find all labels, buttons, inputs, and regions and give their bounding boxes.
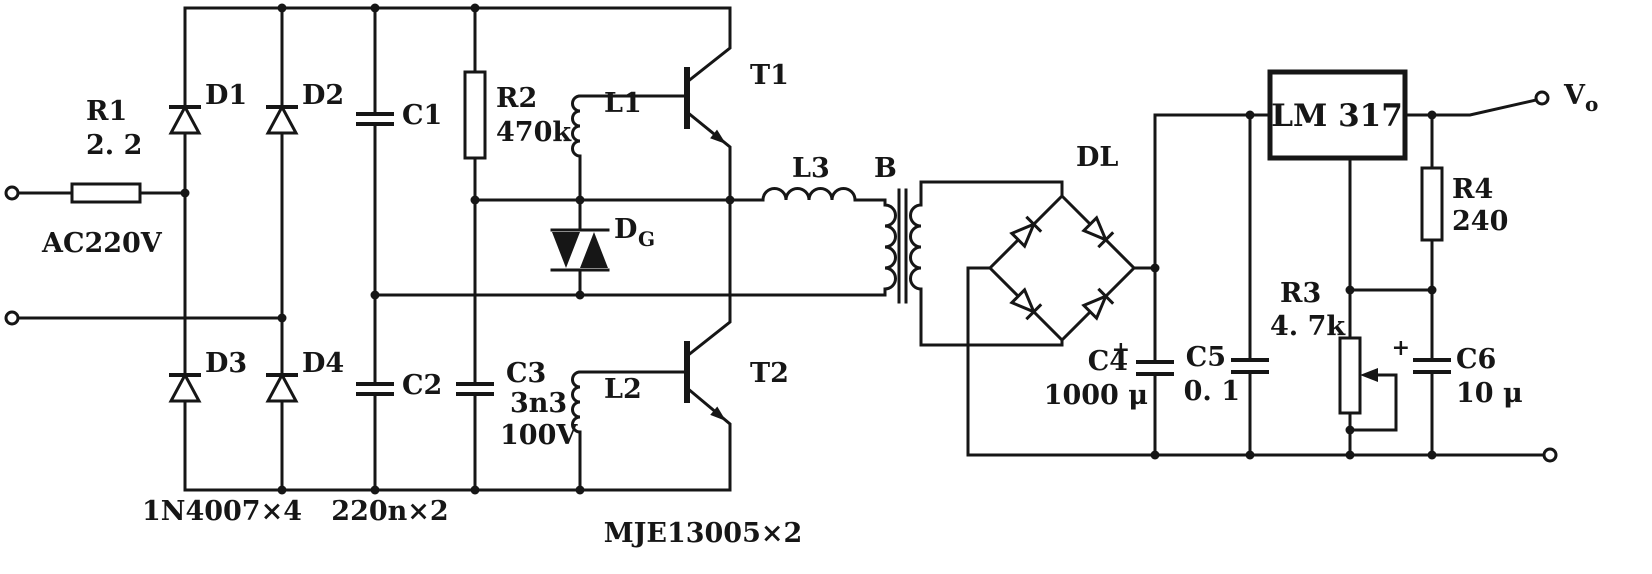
- transformer-primary-coil: [883, 198, 897, 297]
- wire-t1-collector: [684, 6, 732, 85]
- bridge-diode-top-right: [1081, 215, 1115, 249]
- note-bridge-caps: 220n×2: [331, 496, 448, 527]
- label-l3: L3: [792, 153, 830, 184]
- label-vo-sub: o: [1585, 92, 1598, 116]
- transistor-t2: [684, 341, 726, 421]
- label-t1: T1: [750, 60, 789, 91]
- label-c1: C1: [402, 100, 442, 131]
- wire-secondary-top: [919, 180, 1064, 207]
- label-r3: R3: [1280, 278, 1321, 309]
- label-transformer: B: [874, 153, 897, 184]
- resistor-r4: [1420, 166, 1444, 242]
- rating-c3: 100V: [500, 420, 578, 451]
- label-c3: C3: [506, 358, 546, 389]
- capacitor-c5: [1231, 358, 1269, 374]
- value-r4: 240: [1452, 206, 1508, 237]
- t1-emitter-arrow-icon: [710, 129, 726, 144]
- note-rectifier-diodes: 1N4007×4: [142, 496, 302, 527]
- wire-output-rail: [1403, 98, 1538, 117]
- wire-t2-collector: [684, 198, 732, 359]
- inductor-l1-coil: [571, 94, 582, 158]
- label-r4: R4: [1452, 174, 1493, 205]
- capacitor-c4: [1136, 360, 1174, 376]
- component-symbols: [4, 67, 1558, 463]
- polarity-c6: +: [1392, 335, 1410, 361]
- label-dl: DL: [1076, 142, 1118, 173]
- label-vo: V: [1563, 80, 1586, 111]
- capacitor-c6: [1413, 358, 1451, 374]
- label-c2: C2: [402, 370, 442, 401]
- diode-d4: [265, 371, 299, 403]
- polarity-c4: +: [1112, 337, 1130, 363]
- resistor-r2: [463, 70, 487, 160]
- potentiometer-r3: [1338, 336, 1362, 415]
- diac-dg: [550, 228, 610, 272]
- terminal-output-return: [1542, 447, 1558, 463]
- potentiometer-wiper-arrow-icon: [1360, 368, 1378, 382]
- bridge-diode-bottom-left: [1009, 287, 1043, 321]
- inductor-l2-coil: [571, 370, 582, 434]
- diode-d2: [265, 103, 299, 135]
- label-c5: C5: [1186, 342, 1226, 373]
- capacitor-c2: [356, 382, 394, 396]
- value-c6: 10 μ: [1456, 378, 1523, 409]
- transistor-t1: [684, 67, 726, 144]
- wire-t2-emitter: [684, 385, 732, 492]
- junction-dots: [180, 3, 1437, 495]
- inductor-l3-coil: [761, 187, 857, 202]
- resistor-r1: [70, 182, 142, 204]
- label-d3: D3: [205, 348, 247, 379]
- bridge-diode-top-left: [1009, 215, 1043, 249]
- wire-dc-minus-rail: [966, 266, 1546, 457]
- value-c4: 1000 μ: [1044, 380, 1148, 411]
- value-r1: 2. 2: [86, 130, 142, 161]
- diode-d3: [168, 371, 202, 403]
- label-c4: C4: [1088, 346, 1128, 377]
- note-switch-transistors: MJE13005×2: [604, 518, 803, 549]
- value-c3: 3n3: [510, 388, 567, 419]
- label-lm317: LM 317: [1271, 98, 1403, 134]
- label-l2: L2: [604, 374, 642, 405]
- label-r1: R1: [86, 96, 127, 127]
- label-l1: L1: [604, 88, 642, 119]
- label-r2: R2: [496, 83, 537, 114]
- label-d2: D2: [302, 80, 344, 111]
- label-dg-sub: G: [638, 227, 655, 251]
- regulator-lm317-box: [1267, 69, 1408, 161]
- label-c6: C6: [1456, 344, 1496, 375]
- wire-t1-emitter: [684, 109, 732, 202]
- wire-r3-wiper: [1348, 373, 1398, 432]
- bridge-diode-bottom-right: [1081, 287, 1115, 321]
- label-ac-input: AC220V: [41, 228, 163, 259]
- label-d1: D1: [205, 80, 247, 111]
- value-c5: 0. 1: [1184, 376, 1240, 407]
- value-r2: 470k: [496, 117, 572, 148]
- value-r3: 4. 7k: [1270, 311, 1346, 342]
- label-dg: D: [614, 214, 637, 245]
- wire-secondary-bottom: [919, 287, 1064, 347]
- label-d4: D4: [302, 348, 344, 379]
- terminal-input-top: [4, 185, 20, 201]
- bridge-dl-diamond: [987, 193, 1137, 343]
- terminal-output-vo: [1534, 90, 1550, 106]
- label-t2: T2: [750, 358, 789, 389]
- diode-d1: [168, 103, 202, 135]
- capacitor-c3: [456, 382, 494, 396]
- labels: R1 2. 2 AC220V D1 D2 D3 D4 C1 C2 R2 470k…: [41, 60, 1598, 549]
- transformer-secondary-coil: [909, 203, 923, 291]
- capacitor-c1: [356, 112, 394, 126]
- t2-emitter-arrow-icon: [710, 406, 726, 421]
- terminal-input-bottom: [4, 310, 20, 326]
